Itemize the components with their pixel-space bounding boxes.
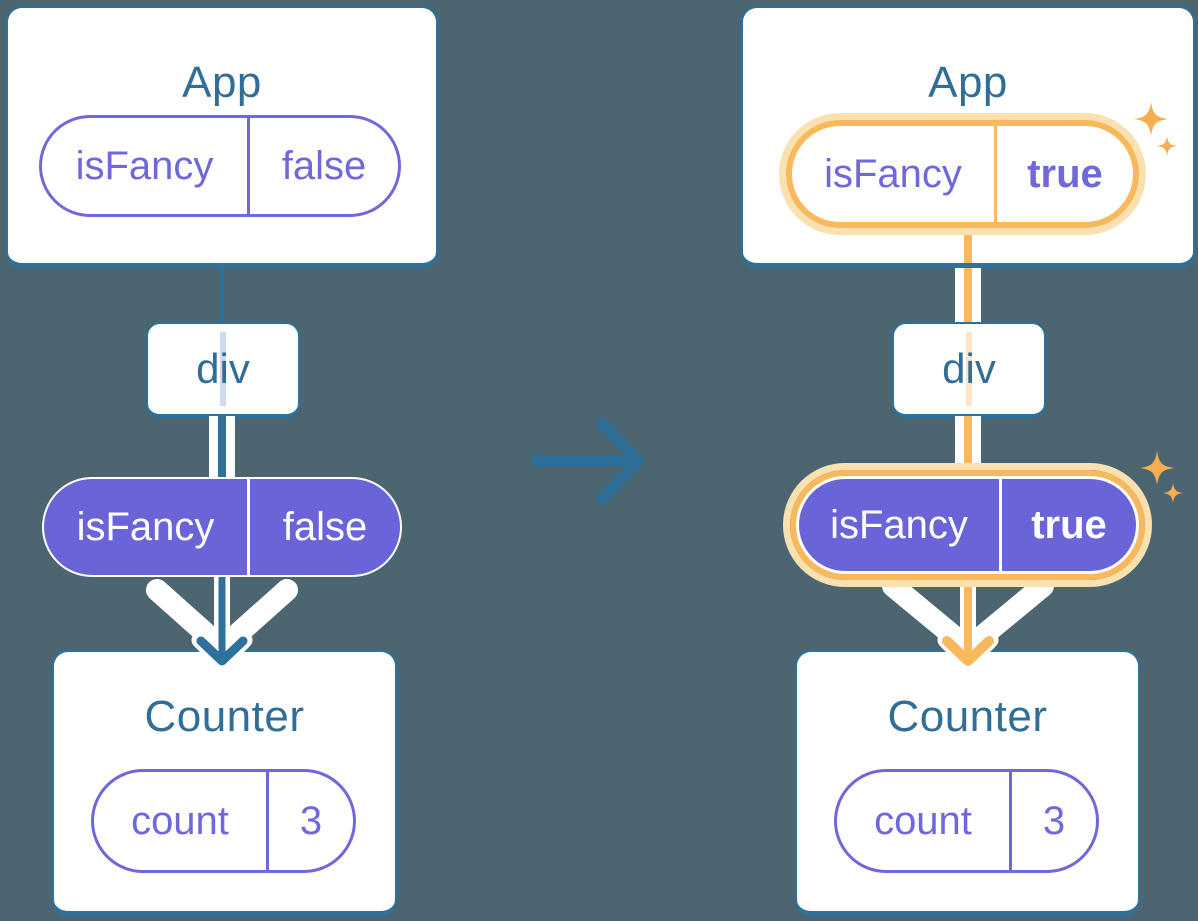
state-value: 3 xyxy=(299,798,323,843)
div-label: div xyxy=(196,345,250,392)
state-value: 3 xyxy=(1042,798,1066,843)
app-card: App isFancy false xyxy=(6,6,438,268)
component-title: App xyxy=(928,58,1008,107)
component-title: Counter xyxy=(144,692,305,741)
state-name: isFancy xyxy=(75,143,214,188)
pipe-core xyxy=(218,416,226,478)
prop-value: true xyxy=(1031,502,1107,547)
pipe-white-left xyxy=(955,266,964,324)
component-title: App xyxy=(182,58,262,107)
pill-divider xyxy=(266,772,269,870)
pill-divider xyxy=(1009,772,1012,870)
pipe-white-right xyxy=(972,416,981,466)
component-title: Counter xyxy=(887,692,1048,741)
div-box: div xyxy=(892,322,1046,418)
prop-name: isFancy xyxy=(830,502,968,547)
pipe-white-right xyxy=(226,416,235,478)
sparkle-icon xyxy=(1134,102,1168,136)
state-name: count xyxy=(131,798,229,843)
state-value: false xyxy=(281,143,367,188)
sparkles xyxy=(1134,102,1177,156)
transition-arrow-icon xyxy=(530,417,644,505)
app-card: App isFancy true xyxy=(741,6,1195,268)
pill-divider xyxy=(994,126,997,222)
pill-divider xyxy=(999,479,1002,571)
prop-value: false xyxy=(282,504,368,549)
edge-app-to-div xyxy=(220,266,224,324)
highlighted-state-pill: isFancy true xyxy=(779,113,1146,235)
pipe-core xyxy=(964,416,972,466)
state-value: true xyxy=(1027,151,1103,196)
state-pill: count 3 xyxy=(91,769,356,873)
sparkle-icon xyxy=(1140,451,1174,485)
highlight-ring: isFancy true xyxy=(790,470,1145,580)
passed-prop-pill: isFancy false xyxy=(42,477,402,577)
state-name: isFancy xyxy=(824,151,962,196)
prop-pill-core: isFancy true xyxy=(799,479,1136,571)
state-name: count xyxy=(874,798,972,843)
highlight-ring: isFancy true xyxy=(786,120,1139,228)
prop-name: isFancy xyxy=(76,504,215,549)
context-line xyxy=(220,332,226,406)
pipe-white-right xyxy=(972,266,981,324)
edge-pill-to-card-bottom xyxy=(964,233,972,263)
pipe-white-left xyxy=(209,416,218,478)
prop-flow-arrow-icon xyxy=(146,560,298,671)
pill-divider xyxy=(247,118,250,214)
edge-app-to-div xyxy=(955,266,981,324)
sparkles xyxy=(1140,451,1183,503)
state-pill: isFancy false xyxy=(39,115,401,217)
state-pill: count 3 xyxy=(834,769,1099,873)
div-label: div xyxy=(942,345,996,392)
highlighted-passed-prop-pill: isFancy true xyxy=(783,463,1152,587)
counter-card: Counter count 3 xyxy=(52,650,397,916)
edge-div-to-prop xyxy=(209,416,235,478)
pipe-core xyxy=(964,266,972,324)
sparkle-icon xyxy=(1157,136,1177,156)
pipe-white-left xyxy=(955,416,964,466)
context-line xyxy=(966,332,972,406)
div-box: div xyxy=(146,322,300,418)
sparkle-icon xyxy=(1163,483,1183,503)
pill-divider xyxy=(247,479,250,575)
edge-div-to-prop xyxy=(955,416,981,466)
